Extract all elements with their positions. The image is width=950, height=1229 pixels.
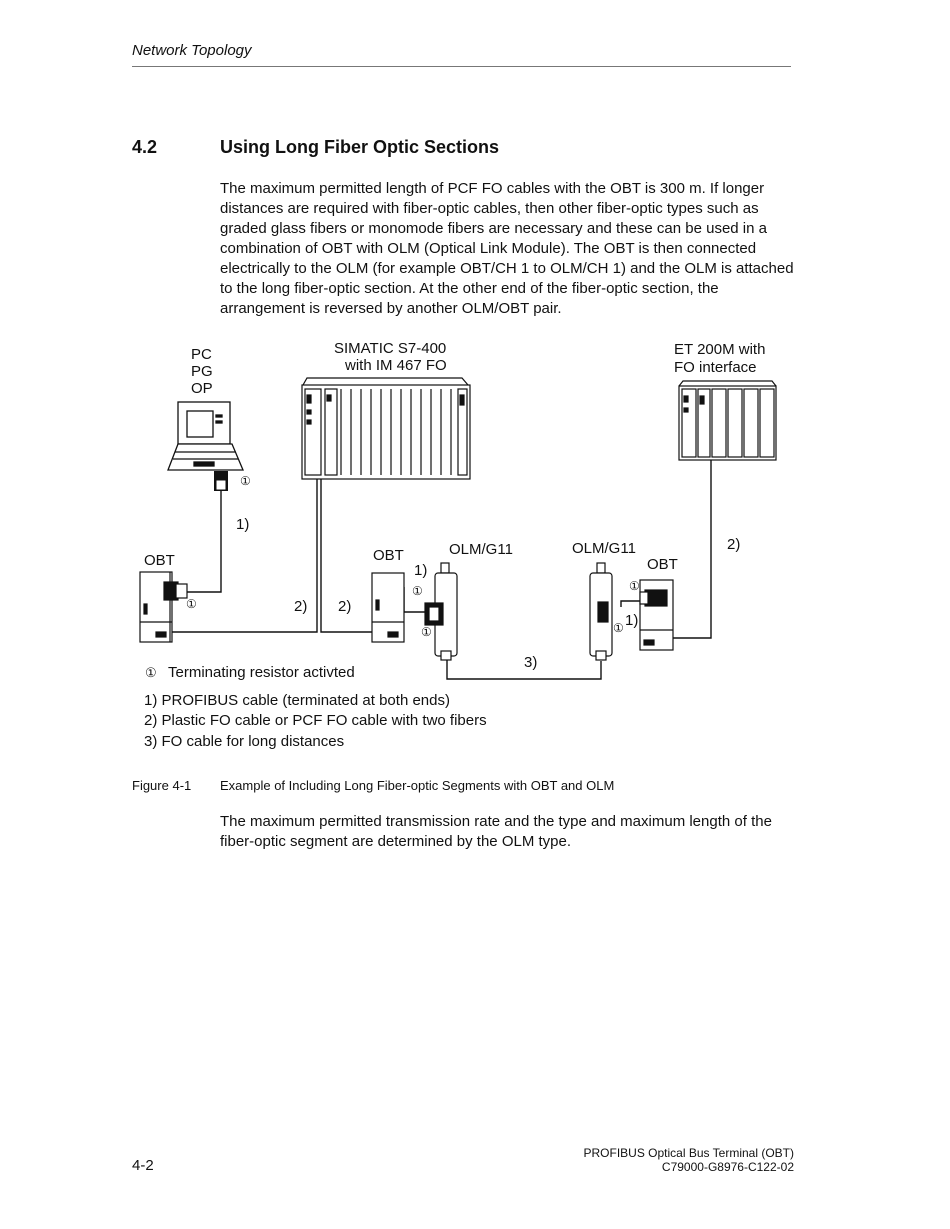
- marker-1-middle: 1): [414, 562, 427, 579]
- olm-label-right: OLM/G11: [572, 540, 636, 557]
- page-number: 4-2: [132, 1157, 154, 1174]
- marker-1-right: 1): [625, 612, 638, 629]
- resistor-marker-left-obt: ①: [186, 597, 197, 611]
- legend-item-1: 1) PROFIBUS cable (terminated at both en…: [144, 692, 450, 709]
- et200-module: [678, 380, 777, 461]
- resistor-marker-olm-left: ①: [421, 625, 432, 639]
- olm-left-device: [424, 562, 458, 661]
- simatic-label-line2: with IM 467 FO: [344, 357, 447, 374]
- marker-2-b: 2): [338, 598, 351, 615]
- obt-label-left: OBT: [144, 552, 175, 569]
- cables: [172, 460, 712, 680]
- obt-right-device: [639, 579, 674, 651]
- section-title: Using Long Fiber Optic Sections: [220, 137, 500, 157]
- resistor-marker-middle: ①: [412, 584, 423, 598]
- legend-resistor-symbol: ①: [145, 665, 157, 680]
- pc-label: PC: [191, 346, 212, 363]
- closing-paragraph: The maximum permitted transmission rate …: [220, 813, 772, 850]
- obt-left-device: [139, 571, 188, 643]
- header-rule: [132, 66, 791, 67]
- obt-label-right: OBT: [647, 556, 678, 573]
- footer-doc-info: PROFIBUS Optical Bus Terminal (OBT) C790…: [584, 1146, 795, 1174]
- resistor-marker-right-obt: ①: [629, 579, 640, 593]
- pg-label: PG: [191, 363, 213, 380]
- section-number: 4.2: [132, 137, 158, 157]
- footer-doc-title: PROFIBUS Optical Bus Terminal (OBT): [583, 1146, 795, 1160]
- marker-2-right: 2): [727, 536, 740, 553]
- simatic-rack: [301, 377, 471, 480]
- et200-label-line2: FO interface: [674, 359, 757, 376]
- footer-doc-number: C79000-G8976-C122-02: [661, 1160, 794, 1174]
- resistor-marker-olm-right: ①: [613, 621, 624, 635]
- obt-middle-device: [371, 572, 405, 643]
- simatic-label-line1: SIMATIC S7-400: [334, 340, 446, 357]
- figure-number: Figure 4-1: [132, 778, 192, 793]
- legend-item-2: 2) Plastic FO cable or PCF FO cable with…: [144, 712, 487, 729]
- olm-label-left: OLM/G11: [449, 541, 513, 558]
- running-header: Network Topology: [132, 42, 252, 59]
- network-diagram: PC PG OP ① SIMATIC S7-400 with IM 467 FO: [139, 340, 777, 750]
- marker-1-pc: 1): [236, 516, 249, 533]
- op-label: OP: [191, 380, 213, 397]
- obt-label-middle: OBT: [373, 547, 404, 564]
- resistor-marker: ①: [240, 474, 251, 488]
- figure-caption: Example of Including Long Fiber-optic Se…: [220, 778, 615, 793]
- legend-item-3: 3) FO cable for long distances: [144, 733, 344, 750]
- legend-resistor-note: Terminating resistor activted: [168, 664, 355, 681]
- intro-paragraph: The maximum permitted length of PCF FO c…: [220, 180, 794, 317]
- olm-right-device: [589, 562, 613, 661]
- pc-laptop-icon: [167, 401, 244, 471]
- et200-label-line1: ET 200M with: [674, 341, 765, 358]
- marker-2-a: 2): [294, 598, 307, 615]
- marker-3: 3): [524, 654, 537, 671]
